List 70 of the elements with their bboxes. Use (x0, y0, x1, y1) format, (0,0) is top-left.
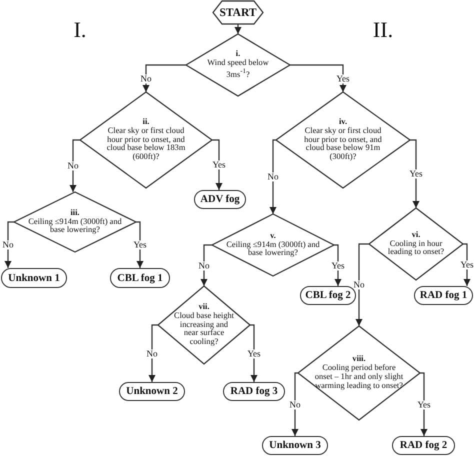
edge-label: Yes (246, 349, 262, 358)
edge-label: Yes (330, 261, 346, 270)
end-terminal (414, 286, 473, 305)
end-terminal (262, 436, 328, 455)
edge-label: Yes (459, 260, 474, 270)
flow-arrow (334, 244, 342, 286)
edge-label: No (2, 240, 14, 250)
end-terminal (194, 190, 246, 209)
flow-arrow (356, 243, 369, 326)
terminal-label: Unknown 3 (269, 440, 321, 451)
end-terminal (1, 268, 67, 288)
step-number: iv. (338, 118, 348, 127)
edge-label: Yes (211, 160, 227, 170)
terminal-label: CBL fog 2 (305, 290, 351, 301)
edge-label: No (266, 172, 280, 182)
terminal-label: RAD fog 2 (400, 440, 448, 451)
end-terminal (300, 286, 356, 305)
step-number: i. (236, 50, 240, 59)
flow-arrow (70, 139, 80, 192)
question-text: Cooling period before onset – 1hr and only slight warming leading to onset? (314, 364, 404, 391)
question-text: Cooling in hour leading to onset? (386, 240, 446, 258)
decision-diamond (186, 34, 290, 96)
start-terminal (213, 1, 263, 24)
flow-arrow (290, 64, 346, 92)
flow-arrow (410, 139, 420, 208)
edge-label: Yes (408, 170, 424, 178)
terminal-label: ADV fog (200, 194, 240, 205)
edge-label: No (288, 400, 302, 409)
step-number: v. (270, 232, 276, 241)
question-text: Clear sky or first cloud hour prior to onset, and cloud base below 183m (600ft)? (106, 126, 186, 162)
edge-label: No (140, 74, 152, 83)
flow-arrow (250, 324, 258, 382)
section-label: II. (372, 17, 394, 43)
decision-diamond (80, 92, 212, 188)
edge-label: Yes (132, 240, 148, 250)
section-label: I. (74, 17, 86, 43)
edge-label: No (352, 280, 366, 290)
terminal-label: START (219, 6, 257, 18)
flow-arrow (420, 372, 428, 436)
flow-arrow (142, 64, 186, 92)
flow-arrow (148, 324, 158, 382)
edge-label: No (146, 349, 158, 358)
step-number: vii. (198, 302, 210, 312)
edge-label: No (66, 162, 80, 170)
step-number: vi. (412, 230, 420, 240)
flow-arrow (292, 372, 298, 436)
terminal-label: RAD fog 3 (230, 386, 278, 397)
edge-label: Yes (416, 400, 432, 409)
question-text: Clear sky or first cloud hour prior to onset, and cloud base below 91m (300ft)? (303, 126, 383, 162)
end-terminal (119, 382, 185, 401)
step-number: ii. (142, 118, 150, 127)
end-terminal (392, 436, 455, 455)
edge-label: No (198, 261, 210, 270)
flow-arrow (270, 139, 276, 214)
end-terminal (110, 268, 170, 288)
question-text: Cloud base height increasing and near surface cooling? (173, 312, 235, 348)
terminal-label: Unknown 1 (8, 272, 60, 284)
question-text: Ceiling ≤914m (3000ft) and base lowering? (225, 240, 321, 258)
flow-arrow (212, 139, 222, 190)
end-terminal (223, 382, 285, 401)
question-text: Ceiling ≤914m (3000ft) and base lowering? (27, 218, 123, 236)
edge-label: Yes (335, 74, 351, 83)
step-number: iii. (70, 208, 80, 218)
terminal-label: RAD fog 1 (420, 290, 468, 301)
step-number: viii. (352, 355, 366, 364)
terminal-label: CBL fog 1 (117, 272, 163, 284)
question-text: Wind speed below 3ms$^{-1}$? (207, 59, 269, 80)
flow-arrow (463, 243, 470, 286)
terminal-label: Unknown 2 (126, 386, 178, 397)
flow-arrow (234, 24, 242, 34)
